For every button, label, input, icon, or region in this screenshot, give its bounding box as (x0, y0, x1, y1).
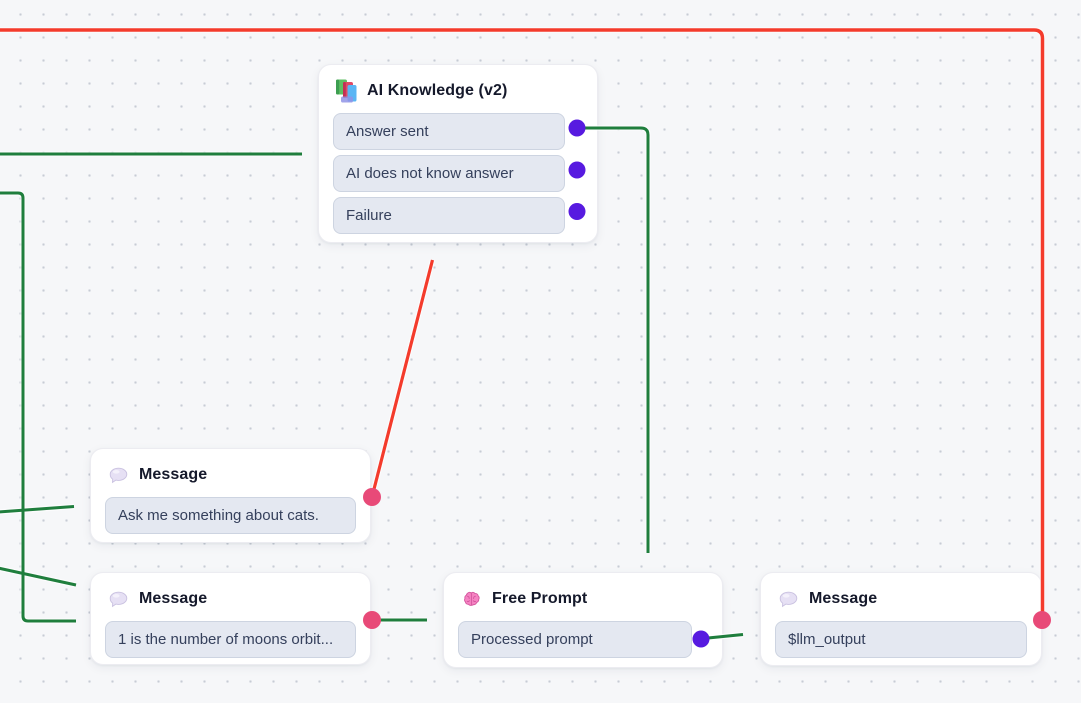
edge-casing (369, 259, 436, 498)
knowledge-books-icon (335, 79, 357, 104)
node-title: Message (107, 462, 354, 488)
node-message-llm[interactable]: Message $llm_output (760, 572, 1042, 666)
node-free-prompt[interactable]: Free Prompt Processed prompt (443, 572, 723, 668)
node-ai-knowledge[interactable]: AI Knowledge (v2) Answer sent AI does no… (318, 64, 598, 243)
node-title: AI Knowledge (v2) (335, 78, 581, 104)
node-title-label: AI Knowledge (v2) (367, 82, 508, 99)
node-title-label: Message (139, 590, 208, 607)
node-title: Message (107, 586, 354, 612)
output-label: AI does not know answer (346, 165, 514, 182)
message-body-text: 1 is the number of moons orbit... (118, 631, 334, 648)
prompt-output-text: Processed prompt (471, 631, 593, 648)
brain-icon (460, 587, 482, 612)
message-body-row[interactable]: 1 is the number of moons orbit... (105, 621, 356, 658)
output-label: Answer sent (346, 123, 429, 140)
output-row-answer-sent[interactable]: Answer sent (333, 113, 565, 150)
edge-casing (0, 503, 75, 515)
message-bubble-icon (777, 587, 799, 612)
output-row-failure[interactable]: Failure (333, 197, 565, 234)
message-body-row[interactable]: $llm_output (775, 621, 1027, 658)
edge-casing (0, 565, 77, 588)
node-title-label: Message (809, 590, 878, 607)
node-title-label: Message (139, 466, 208, 483)
edge-green-diagonal-into-message-moons[interactable] (0, 566, 77, 587)
prompt-output-row[interactable]: Processed prompt (458, 621, 692, 658)
node-message-cats[interactable]: Message Ask me something about cats. (90, 448, 371, 543)
message-bubble-icon (107, 463, 129, 488)
message-body-text: $llm_output (788, 631, 866, 648)
node-title-label: Free Prompt (492, 590, 588, 607)
node-title: Free Prompt (460, 586, 706, 612)
edge-red-message-cats-to-ai-knowledge[interactable] (370, 259, 435, 498)
node-title: Message (777, 586, 1025, 612)
message-body-row[interactable]: Ask me something about cats. (105, 497, 356, 534)
output-label: Failure (346, 207, 392, 224)
edge-casing (0, 190, 76, 624)
node-message-moons[interactable]: Message 1 is the number of moons orbit..… (90, 572, 371, 665)
message-body-text: Ask me something about cats. (118, 507, 319, 524)
output-row-ai-does-not-know[interactable]: AI does not know answer (333, 155, 565, 192)
edge-green-left-loop-into-message-moons[interactable] (0, 191, 76, 623)
message-bubble-icon (107, 587, 129, 612)
edge-green-into-message-cats[interactable] (0, 505, 75, 514)
